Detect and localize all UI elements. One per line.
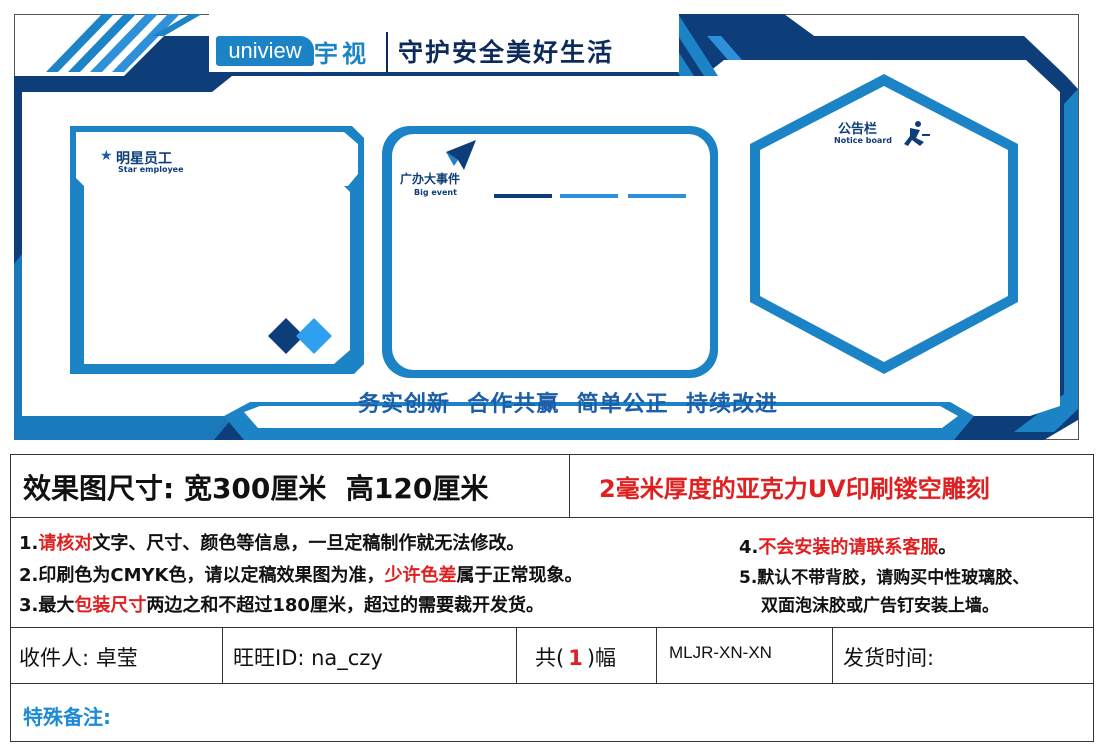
brand-logo-en: uniview [216, 36, 314, 66]
special-remarks-label: 特殊备注: [23, 705, 111, 729]
note-5-line2: 双面泡沫胶或广告钉安装上墙。 [761, 596, 999, 616]
diamond-dark [268, 318, 304, 354]
shipping-row: 收件人: 卓莹 旺旺ID: na_czy 共(1)幅 MLJR-XN-XN 发货… [11, 627, 1093, 684]
note-1: 1.请核对文字、尺寸、颜色等信息，一旦定稿制作就无法修改。 [19, 533, 525, 554]
values-slogan: 务实创新 合作共赢 简单公正 持续改进 [358, 392, 778, 417]
ship-time-label: 发货时间: [843, 646, 935, 670]
size-row: 效果图尺寸: 宽300厘米 高120厘米 2毫米厚度的亚克力UV印刷镂空雕刻 [11, 455, 1093, 518]
notes-section: 1.请核对文字、尺寸、颜色等信息，一旦定稿制作就无法修改。 2.印刷色为CMYK… [11, 517, 1093, 628]
stripe-5 [152, 14, 202, 36]
order-info-table: 效果图尺寸: 宽300厘米 高120厘米 2毫米厚度的亚克力UV印刷镂空雕刻 1… [10, 454, 1094, 742]
event-bar-2 [560, 194, 618, 198]
band-right [1014, 89, 1078, 432]
panel-notice-title: 公告栏 [838, 122, 878, 137]
panel-event-title: 广办大事件 [400, 172, 461, 186]
event-bar-3 [628, 194, 686, 198]
paper-plane-icon [446, 140, 476, 170]
recipient-label: 收件人: 卓莹 [19, 646, 138, 670]
note-3: 3.最大包装尺寸两边之和不超过180厘米，超过的需要裁开发货。 [19, 595, 544, 616]
wangwang-id: 旺旺ID: na_czy [233, 646, 383, 670]
stripe-1 [46, 14, 114, 72]
panel-star-subtitle: Star employee [118, 165, 184, 174]
size-label: 效果图尺寸: 宽300厘米 高120厘米 [23, 472, 489, 505]
piece-count: 共(1)幅 [535, 646, 617, 670]
panel-star-title: 明星员工 [116, 151, 172, 167]
stripe-2 [68, 14, 136, 72]
panel-notice-subtitle: Notice board [834, 136, 893, 145]
board-preview: uniview 宇视 守护安全美好生活 ★ 明星员工 Star employee… [14, 14, 1080, 440]
product-code: MLJR-XN-XN [669, 643, 772, 662]
diamond-light [296, 318, 332, 354]
star-icon: ★ [100, 148, 113, 164]
board-graphic [14, 14, 1079, 440]
running-figure-icon [904, 121, 930, 146]
stripe-4 [112, 14, 180, 72]
note-5-line1: 5.默认不带背胶，请购买中性玻璃胶、 [739, 568, 1030, 588]
title-divider [386, 32, 388, 72]
event-bar-1 [494, 194, 552, 198]
brand-logo-cn: 宇视 [314, 40, 370, 68]
panel-event-subtitle: Big event [414, 188, 457, 197]
stripe-3 [90, 14, 158, 72]
board-slogan: 守护安全美好生活 [398, 38, 615, 67]
material-label: 2毫米厚度的亚克力UV印刷镂空雕刻 [599, 475, 990, 503]
note-2: 2.印刷色为CMYK色，请以定稿效果图为准，少许色差属于正常现象。 [19, 565, 583, 586]
values-strip-inner [244, 406, 958, 428]
piece-count-value: 1 [568, 646, 583, 670]
note-4: 4.不会安装的请联系客服。 [739, 537, 957, 558]
